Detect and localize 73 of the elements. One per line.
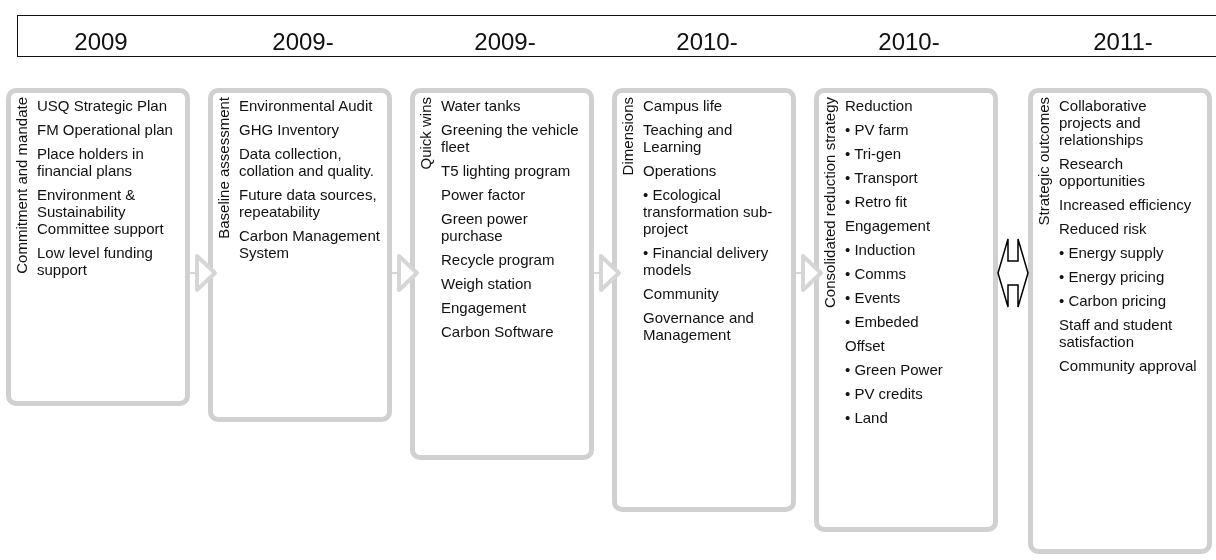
stage-item: Greening the vehicle fleet	[441, 121, 580, 155]
stage-item: • Carbon pricing	[1059, 292, 1167, 309]
stage-item: Recycle program	[441, 251, 556, 268]
stage-item: Teaching and Learning	[643, 121, 734, 155]
stage-item: • Events	[845, 289, 902, 306]
stage-heading: Quick wins	[417, 97, 435, 170]
stage-heading: Commitment and mandate	[13, 97, 31, 274]
stage-item: Power factor	[441, 186, 527, 203]
stage-item: Water tanks	[441, 97, 522, 114]
stage-item: • Financial delivery models	[643, 244, 770, 278]
stage-item: • Land	[845, 409, 889, 426]
stage-item: Offset	[845, 337, 886, 354]
chevron-arrow	[593, 254, 621, 292]
timeline-bar	[17, 15, 1216, 57]
stage-item: Operations	[643, 162, 718, 179]
stage-item: Low level funding support	[37, 244, 154, 278]
stage-item: • Energy supply	[1059, 244, 1165, 261]
stage-card	[6, 88, 190, 406]
stage-item: Staff and student satisfaction	[1059, 316, 1174, 350]
year-label: 2009	[74, 28, 128, 56]
stage-item: • Transport	[845, 169, 919, 186]
stage-heading: Strategic outcomes	[1035, 97, 1053, 226]
double-arrow	[997, 238, 1029, 308]
stage-item: Campus life	[643, 97, 724, 114]
stage-item: USQ Strategic Plan	[37, 97, 169, 114]
stage-card	[612, 88, 796, 512]
stage-item: Environmental Audit	[239, 97, 374, 114]
stage-item: Green power purchase	[441, 210, 529, 244]
stage-item: • Green Power	[845, 361, 943, 378]
stage-item: Future data sources, repeatability	[239, 186, 378, 220]
stage-item: Reduction	[845, 97, 914, 114]
stage-item: GHG Inventory	[239, 121, 341, 138]
stage-heading: Dimensions	[619, 97, 637, 176]
chevron-arrow	[189, 254, 217, 292]
year-label: 2009-	[272, 28, 334, 56]
stage-item: • Energy pricing	[1059, 268, 1166, 285]
stage-card	[410, 88, 594, 460]
stage-item: Environment & Sustainability Committee support	[37, 186, 165, 237]
stage-item: Increased efficiency	[1059, 196, 1193, 213]
year-label: 2009-	[474, 28, 536, 56]
chevron-arrow	[795, 254, 823, 292]
stage-item: • PV farm	[845, 121, 910, 138]
stage-item: Data collection, collation and quality.	[239, 145, 375, 179]
stage-card	[1028, 88, 1212, 554]
year-label: 2010-	[878, 28, 940, 56]
stage-item: T5 lighting program	[441, 162, 572, 179]
year-label: 2010-	[676, 28, 738, 56]
stage-item: Place holders in financial plans	[37, 145, 145, 179]
stage-item: • Comms	[845, 265, 908, 282]
stage-item: Governance and Management	[643, 309, 755, 343]
year-label: 2011-	[1093, 28, 1153, 56]
stage-item: Community	[643, 285, 720, 302]
stage-item: Carbon Management System	[239, 227, 381, 261]
stage-item: Weigh station	[441, 275, 533, 292]
stage-item: FM Operational plan	[37, 121, 174, 138]
stage-item: • Tri-gen	[845, 145, 903, 162]
stage-item: Reduced risk	[1059, 220, 1148, 237]
stage-heading: Baseline assessment	[215, 97, 233, 239]
stage-heading: Consolidated reduction strategy	[821, 97, 839, 308]
stage-card	[814, 88, 998, 532]
stage-item: • Embeded	[845, 313, 920, 330]
stage-item: • Induction	[845, 241, 917, 258]
stage-card	[208, 88, 392, 422]
chevron-arrow	[391, 254, 419, 292]
stage-item: Engagement	[441, 299, 528, 316]
stage-item: • Retro fit	[845, 193, 908, 210]
stage-item: • PV credits	[845, 385, 924, 402]
stage-item: Engagement	[845, 217, 932, 234]
stage-item: Carbon Software	[441, 323, 555, 340]
stage-item: Research opportunities	[1059, 155, 1146, 189]
stage-item: • Ecological transformation sub-project	[643, 186, 774, 237]
stage-item: Collaborative projects and relationships	[1059, 97, 1148, 148]
stage-item: Community approval	[1059, 357, 1198, 374]
